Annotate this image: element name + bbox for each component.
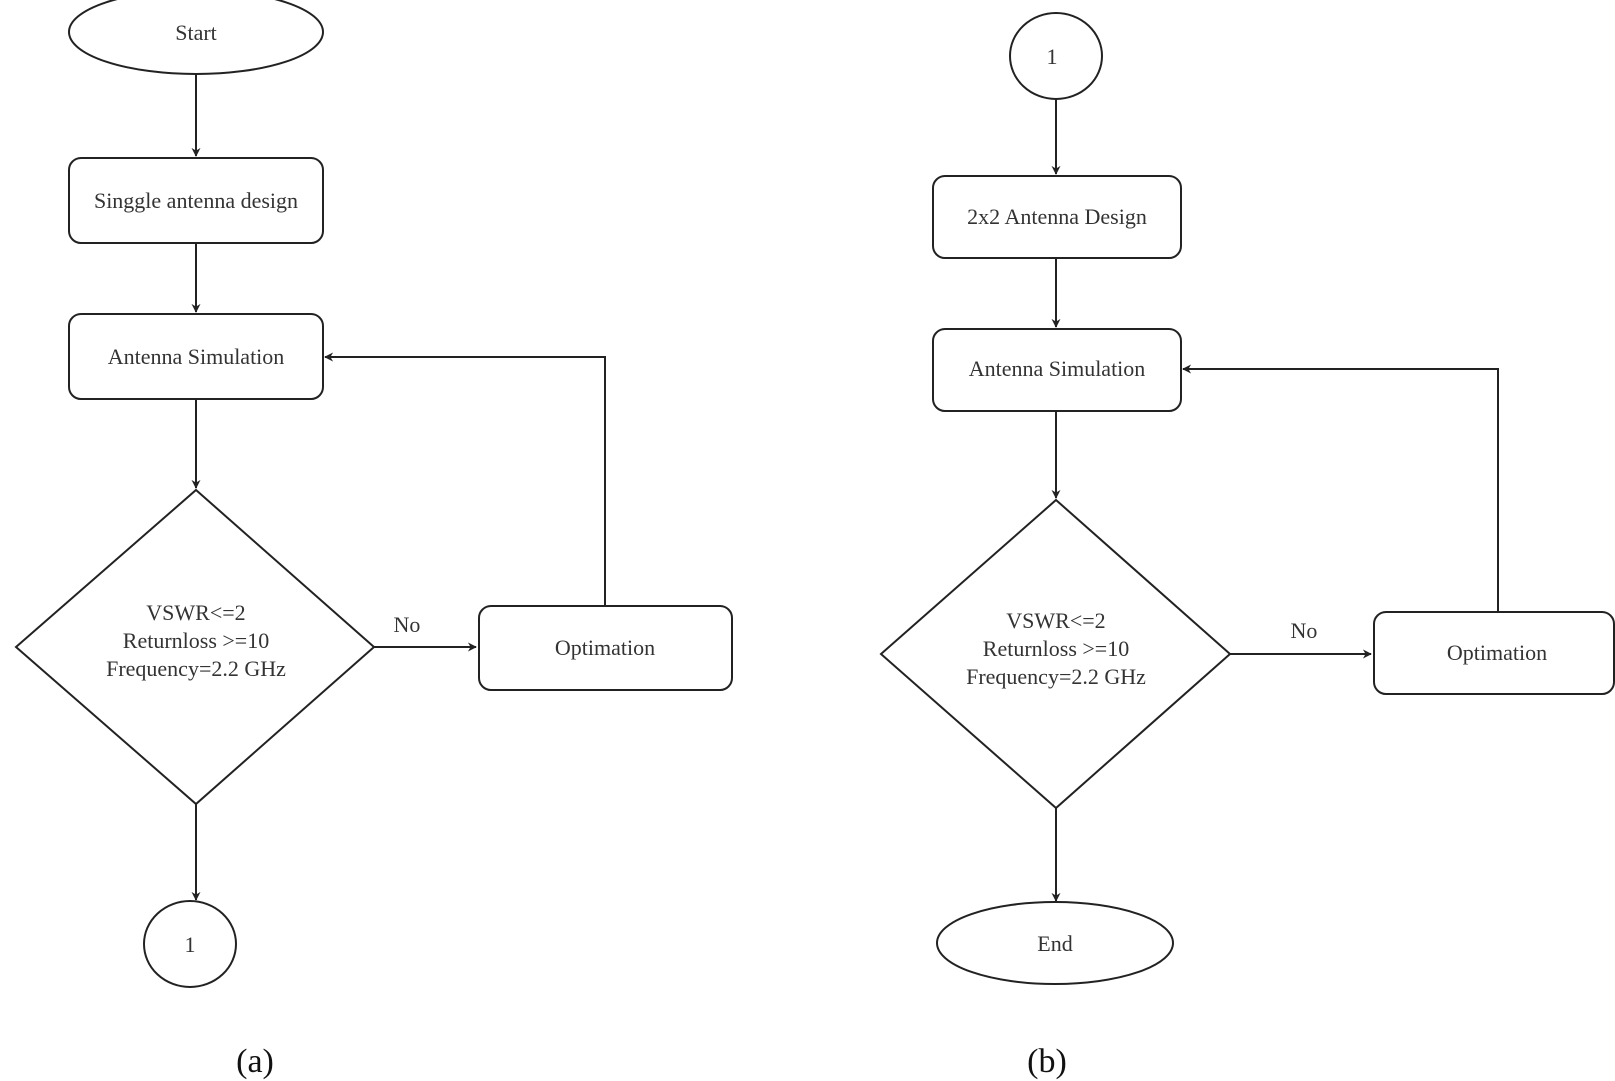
no-label-a: No — [394, 612, 421, 637]
optimation-label-a: Optimation — [555, 635, 655, 660]
optimation-node-b[interactable]: Optimation — [1373, 611, 1615, 695]
decision-line-frequency-b: Frequency=2.2 GHz — [966, 664, 1146, 689]
connector-node-a[interactable]: 1 — [143, 900, 237, 988]
2x2-antenna-design-label: 2x2 Antenna Design — [967, 204, 1147, 229]
optimation-node-a[interactable]: Optimation — [478, 605, 733, 691]
no-label-b: No — [1291, 618, 1318, 643]
connector-label-b: 1 — [1047, 44, 1058, 69]
caption-a: (a) — [236, 1043, 274, 1080]
edge-optimation-loop-b — [1182, 364, 1499, 612]
decision-line-vswr-a: VSWR<=2 — [146, 600, 245, 625]
panel-b: 1 2x2 Antenna Design Antenna Simulation … — [879, 12, 1615, 1080]
decision-node-b[interactable]: VSWR<=2 Returnloss >=10 Frequency=2.2 GH… — [879, 498, 1232, 810]
antenna-simulation-node-b[interactable]: Antenna Simulation — [932, 328, 1182, 412]
connector-label-a: 1 — [185, 932, 196, 957]
start-node[interactable]: Start — [68, 0, 324, 75]
edge-optimation-loop-a — [324, 352, 606, 606]
2x2-antenna-design-node[interactable]: 2x2 Antenna Design — [932, 175, 1182, 259]
antenna-simulation-node-a[interactable]: Antenna Simulation — [68, 313, 324, 400]
optimation-label-b: Optimation — [1447, 640, 1547, 665]
panel-a: Start Singgle antenna design Antenna Sim… — [14, 0, 733, 1080]
single-antenna-design-label: Singgle antenna design — [94, 188, 298, 213]
start-label: Start — [175, 20, 217, 45]
decision-line-returnloss-a: Returnloss >=10 — [123, 628, 269, 653]
end-node[interactable]: End — [936, 901, 1174, 985]
antenna-simulation-label-a: Antenna Simulation — [108, 344, 285, 369]
decision-line-frequency-a: Frequency=2.2 GHz — [106, 656, 286, 681]
decision-node-a[interactable]: VSWR<=2 Returnloss >=10 Frequency=2.2 GH… — [14, 488, 376, 806]
decision-line-vswr-b: VSWR<=2 — [1006, 608, 1105, 633]
decision-line-returnloss-b: Returnloss >=10 — [983, 636, 1129, 661]
caption-b: (b) — [1027, 1043, 1067, 1080]
end-label: End — [1037, 931, 1072, 956]
connector-node-b[interactable]: 1 — [1009, 12, 1103, 100]
antenna-simulation-label-b: Antenna Simulation — [969, 356, 1146, 381]
single-antenna-design-node[interactable]: Singgle antenna design — [68, 157, 324, 244]
